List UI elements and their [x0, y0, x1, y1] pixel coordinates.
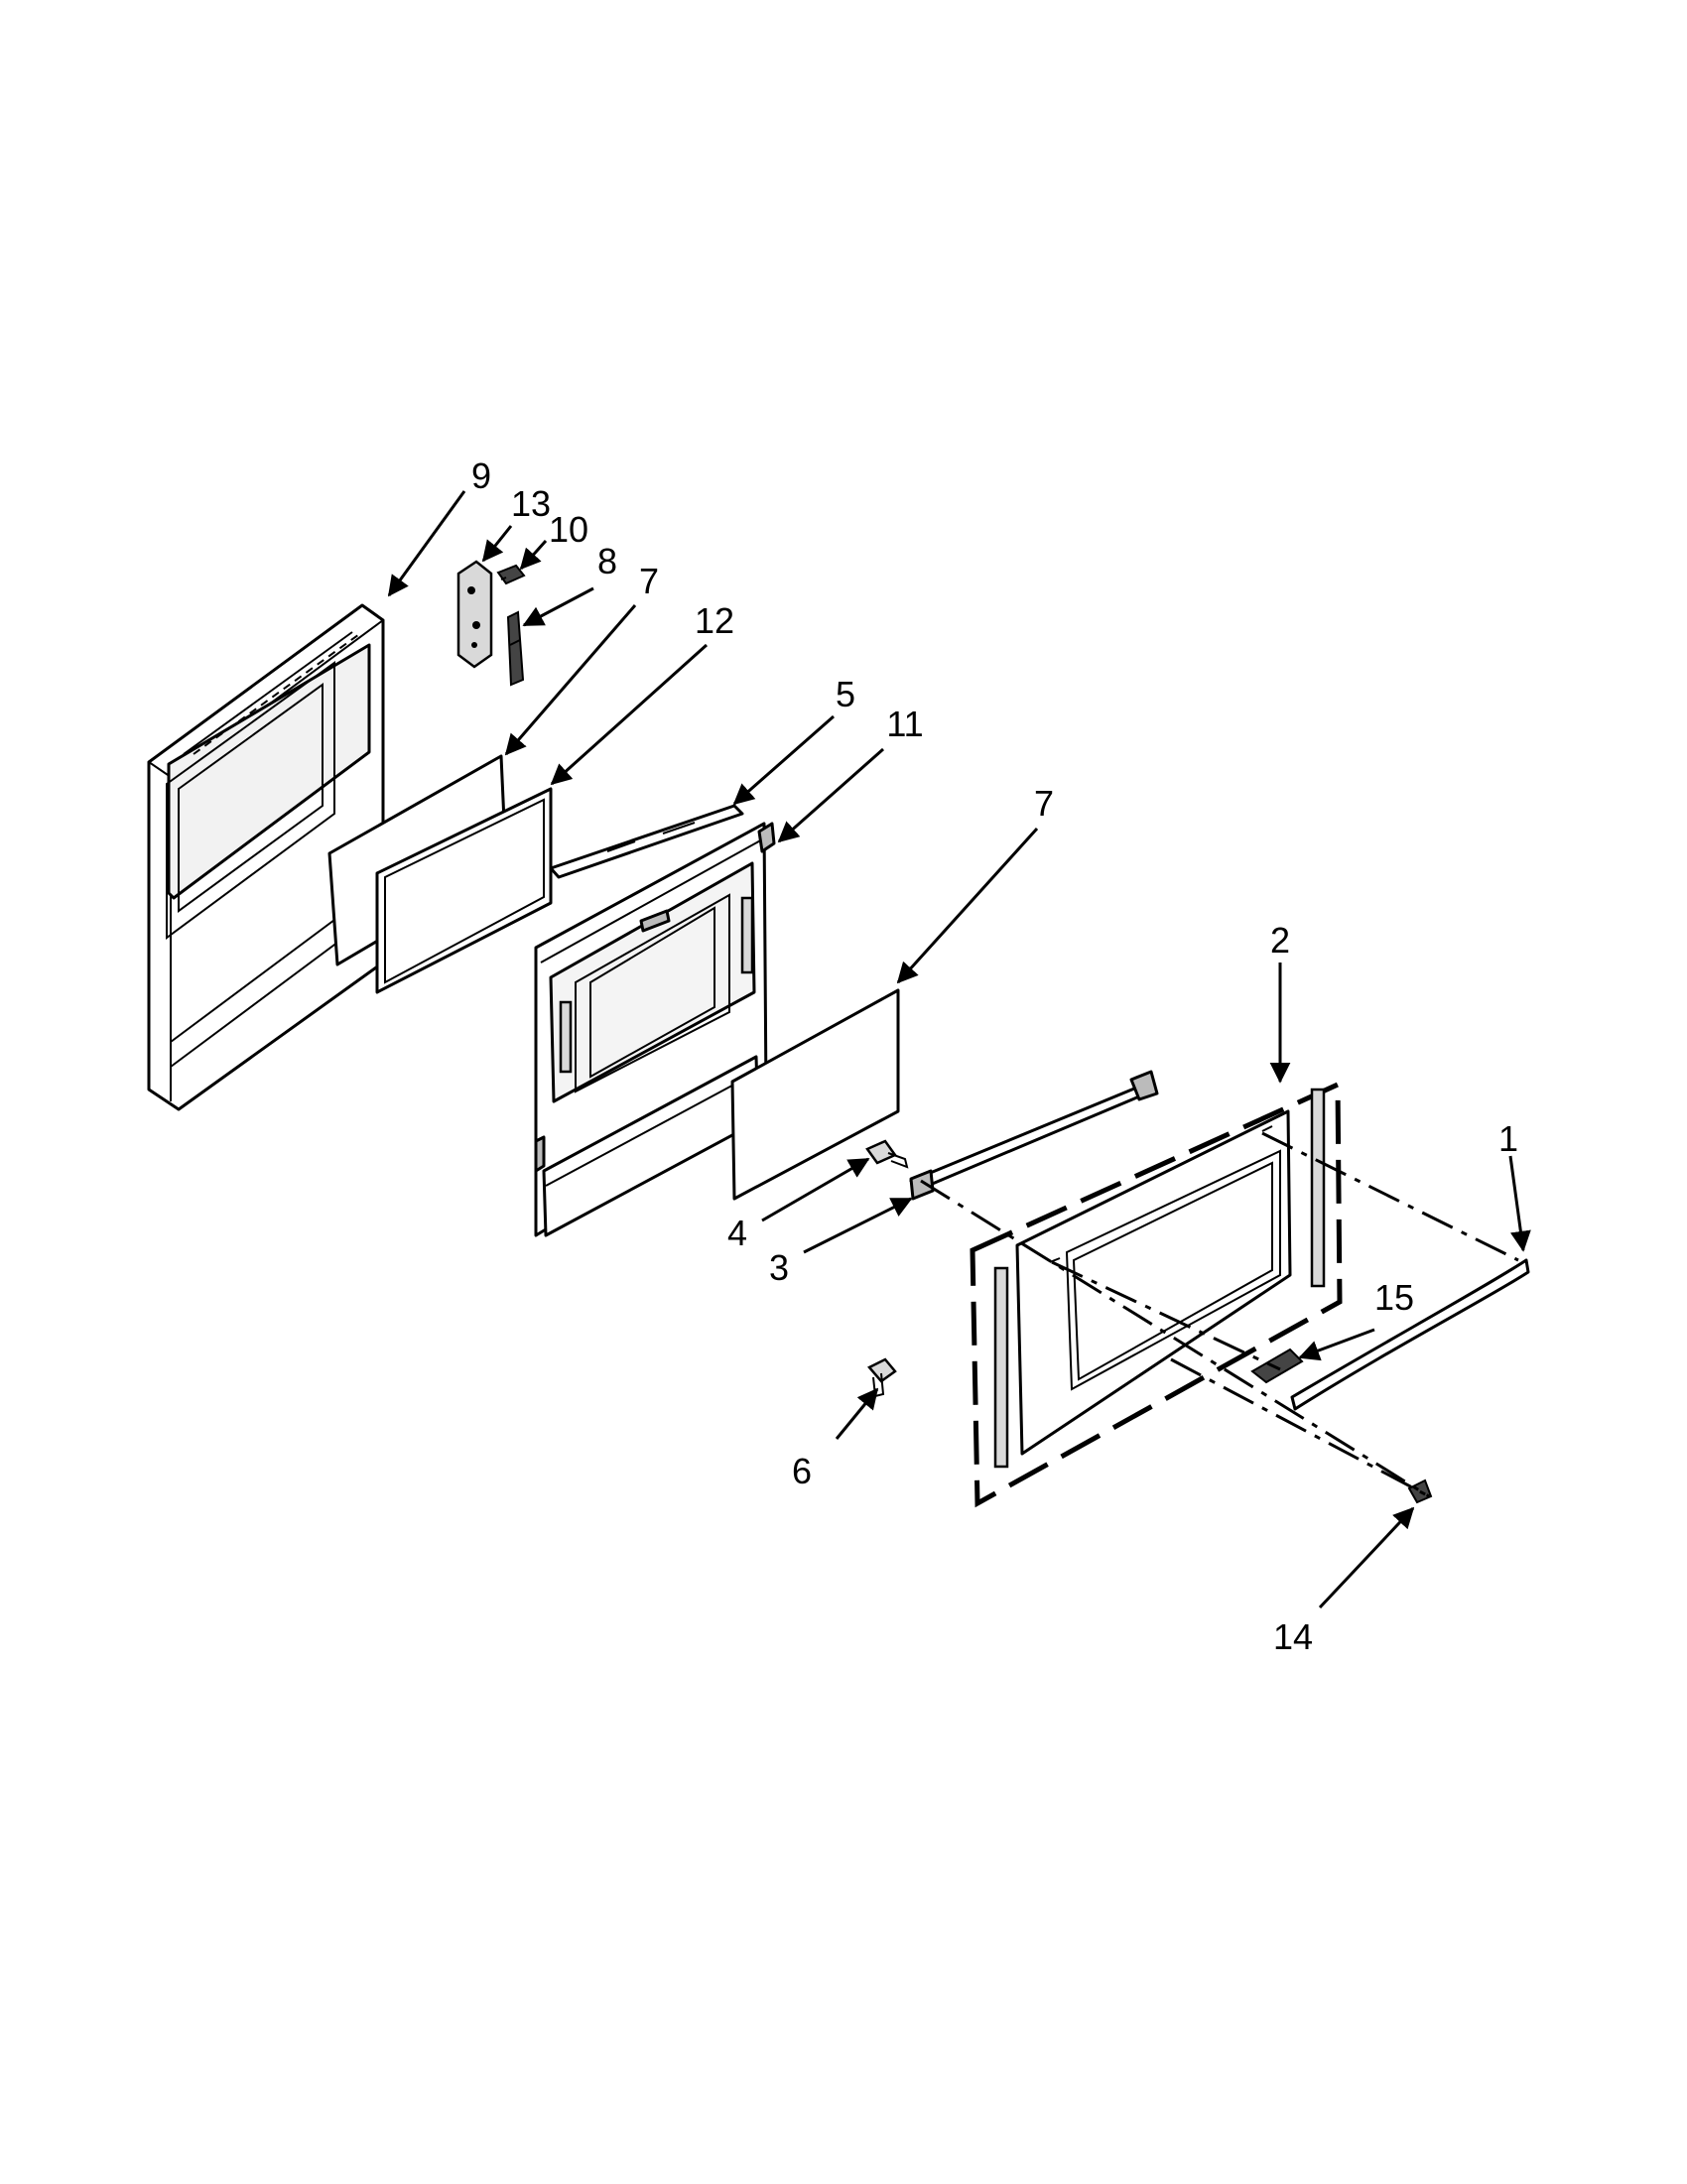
leader-lines: [387, 490, 1531, 1609]
callout-1: 1: [1498, 1118, 1518, 1159]
callout-10: 10: [549, 509, 588, 550]
callout-6: 6: [792, 1451, 812, 1491]
hinge-screw: [496, 564, 526, 585]
callout-5: 5: [836, 674, 855, 714]
callout-9: 9: [471, 455, 491, 496]
callout-2: 2: [1270, 920, 1290, 961]
callout-15: 15: [1374, 1277, 1414, 1318]
callout-labels: 1 2 3 4 5 6 7 7 8 9 10 11 12 13 14 15: [471, 455, 1518, 1657]
door-handle: [1290, 1258, 1530, 1411]
callout-4: 4: [727, 1213, 747, 1253]
alignment-lines: [920, 1131, 1519, 1498]
callout-3: 3: [769, 1247, 789, 1288]
door-frame-assembly: [534, 822, 776, 1237]
glass-gasket: [375, 787, 553, 994]
handle-rail: [909, 1070, 1159, 1201]
callout-14: 14: [1273, 1616, 1313, 1657]
outer-door-assembly: [970, 1081, 1343, 1508]
door-screw-4: [865, 1139, 909, 1169]
door-top-trim: [549, 804, 744, 879]
handle-end-cap: [1250, 1348, 1304, 1384]
callout-7-upper: 7: [639, 561, 659, 601]
inner-door-panel: [147, 603, 385, 1111]
callout-7-lower: 7: [1034, 783, 1054, 824]
hinge-pin: [506, 610, 525, 687]
door-screw-6: [867, 1357, 897, 1398]
callout-8: 8: [597, 541, 617, 581]
callout-12: 12: [695, 600, 734, 641]
callout-11: 11: [886, 704, 923, 744]
hinge-bracket: [456, 560, 493, 669]
callout-13: 13: [511, 483, 551, 524]
door-glass-lower: [730, 988, 900, 1201]
